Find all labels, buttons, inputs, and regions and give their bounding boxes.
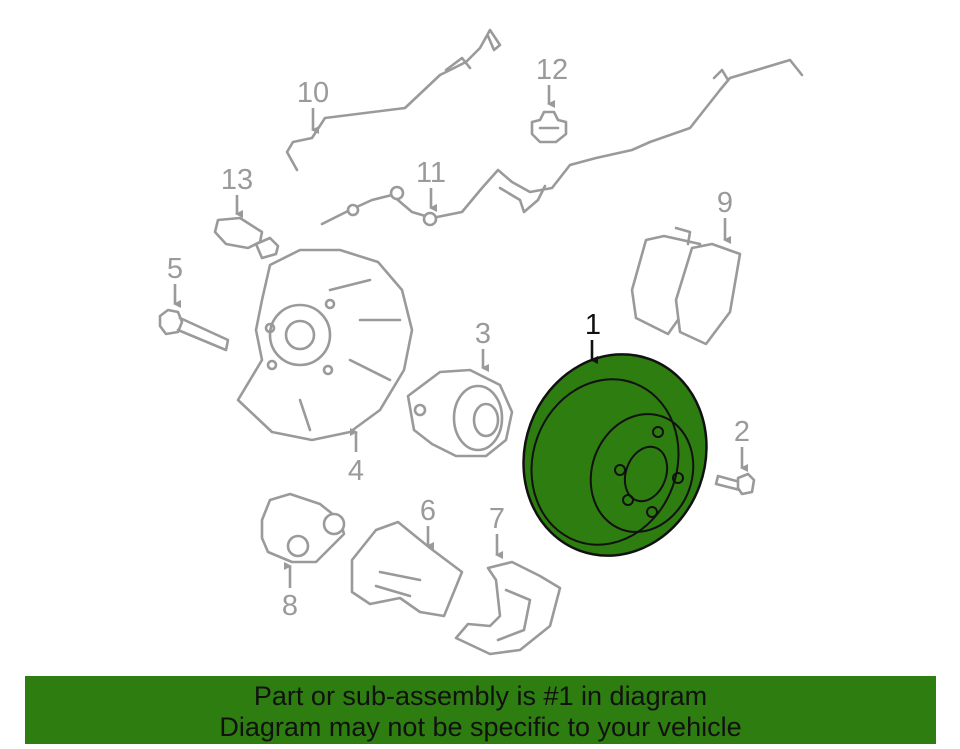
sensor-13[interactable] — [213, 216, 280, 260]
callout-9: 9 — [717, 187, 733, 244]
callout-5-label: 5 — [167, 253, 183, 285]
callout-7: 7 — [489, 503, 505, 559]
callout-11: 11 — [416, 157, 446, 212]
callout-4: 4 — [348, 428, 364, 487]
callout-2: 2 — [734, 416, 750, 472]
callout-4-label: 4 — [348, 455, 364, 487]
callout-13-label: 13 — [221, 164, 253, 196]
callout-2-label: 2 — [734, 416, 750, 448]
callout-5: 5 — [167, 253, 183, 308]
parts-diagram: 1 2 3 4 5 6 7 8 9 10 11 12 — [158, 28, 804, 656]
brake-pads-9[interactable] — [630, 226, 742, 346]
callout-7-label: 7 — [489, 503, 505, 535]
callout-6-label: 6 — [420, 495, 436, 527]
callout-9-label: 9 — [717, 187, 733, 219]
callout-10-label: 10 — [297, 77, 329, 109]
callout-11-label: 11 — [416, 157, 446, 189]
bolt-5[interactable] — [158, 308, 230, 352]
info-banner: Part or sub-assembly is #1 in diagram Di… — [25, 676, 936, 744]
callout-8-label: 8 — [282, 590, 298, 622]
banner-line-2: Diagram may not be specific to your vehi… — [219, 712, 742, 742]
caliper-6[interactable] — [350, 520, 464, 618]
callout-12: 12 — [536, 54, 568, 108]
callout-8: 8 — [282, 562, 298, 622]
callout-1: 1 — [585, 309, 601, 364]
bolt-2[interactable] — [714, 472, 756, 496]
clip-12[interactable] — [530, 110, 568, 144]
brake-rotor-1[interactable] — [496, 328, 735, 581]
hub-3[interactable] — [406, 368, 514, 458]
callout-10: 10 — [297, 77, 329, 134]
caliper-8[interactable] — [260, 492, 346, 564]
callout-6: 6 — [420, 495, 436, 550]
callout-3: 3 — [475, 318, 491, 372]
brake-line-11[interactable] — [320, 58, 804, 227]
banner-line-1: Part or sub-assembly is #1 in diagram — [253, 681, 708, 711]
brake-line-10[interactable] — [285, 28, 502, 172]
bracket-7[interactable] — [454, 560, 562, 656]
callout-1-label: 1 — [585, 309, 601, 341]
callout-13: 13 — [221, 164, 253, 218]
callout-3-label: 3 — [475, 318, 491, 350]
dust-shield-4[interactable] — [236, 248, 414, 442]
callout-12-label: 12 — [536, 54, 568, 86]
